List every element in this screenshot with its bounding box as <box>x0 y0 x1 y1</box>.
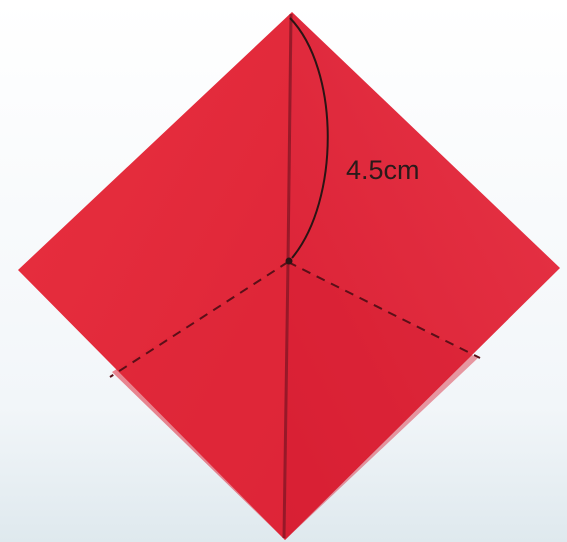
measurement-label: 4.5cm <box>346 155 420 185</box>
center-point <box>286 258 293 265</box>
